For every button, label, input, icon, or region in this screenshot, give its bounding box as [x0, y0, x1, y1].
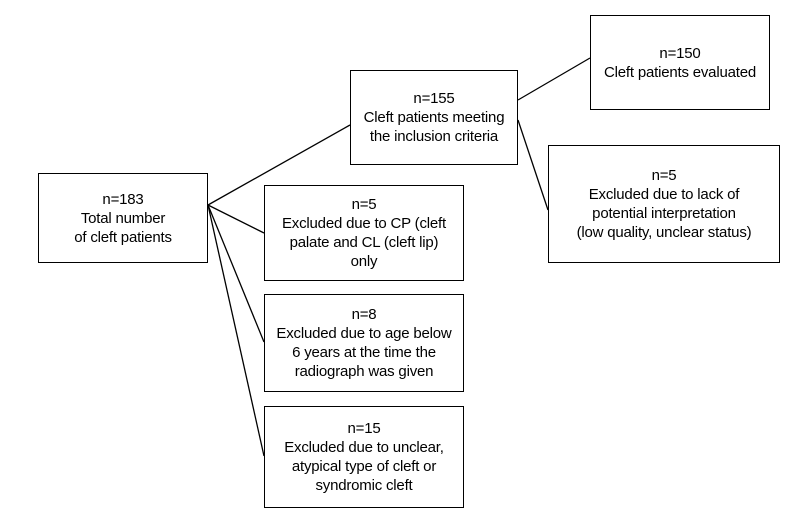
- atypical-label-line-1: Excluded due to unclear,: [284, 439, 444, 456]
- total-patients-box: n=183 Total number of cleft patients: [38, 173, 208, 263]
- connector-total-to-atypical: [207, 204, 265, 457]
- interp-count: n=5: [651, 167, 677, 184]
- excluded-atypical-box: n=15 Excluded due to unclear, atypical t…: [264, 406, 464, 508]
- connector-total-to-age: [207, 204, 265, 343]
- excluded-interpretation-box: n=5 Excluded due to lack of potential in…: [548, 145, 780, 263]
- cp-label-line-1: Excluded due to CP (cleft: [282, 215, 446, 232]
- evaluated-label: Cleft patients evaluated: [604, 63, 756, 81]
- interp-label-line-3: (low quality, unclear status): [576, 224, 752, 241]
- age-label-line-1: Excluded due to age below: [276, 325, 452, 342]
- connector-meeting-to-interp: [517, 119, 549, 211]
- meeting-label-line-1: Cleft patients meeting: [363, 109, 505, 126]
- atypical-label-line-3: syndromic cleft: [315, 477, 413, 494]
- age-count: n=8: [351, 306, 377, 323]
- total-label-line-2: of cleft patients: [74, 228, 172, 246]
- excluded-age-box: n=8 Excluded due to age below 6 years at…: [264, 294, 464, 392]
- evaluated-box: n=150 Cleft patients evaluated: [590, 15, 770, 110]
- meeting-count: n=155: [413, 90, 455, 107]
- interp-label-line-1: Excluded due to lack of: [588, 186, 740, 203]
- cp-label-line-3: only: [350, 253, 378, 270]
- connector-total-to-meeting: [207, 124, 351, 206]
- evaluated-count: n=150: [659, 44, 701, 62]
- age-label-line-2: 6 years at the time the: [292, 344, 436, 361]
- cp-count: n=5: [351, 196, 377, 213]
- connector-total-to-cp: [207, 204, 265, 234]
- interp-label-line-2: potential interpretation: [592, 205, 736, 222]
- meeting-criteria-box: n=155 Cleft patients meeting the inclusi…: [350, 70, 518, 165]
- excluded-cp-cl-box: n=5 Excluded due to CP (cleft palate and…: [264, 185, 464, 281]
- total-count: n=183: [102, 190, 144, 208]
- meeting-label-line-2: the inclusion criteria: [369, 128, 499, 145]
- atypical-label-line-2: atypical type of cleft or: [291, 458, 437, 475]
- total-label-line-1: Total number: [80, 209, 166, 227]
- age-label-line-3: radiograph was given: [294, 363, 434, 380]
- cp-label-line-2: palate and CL (cleft lip): [289, 234, 439, 251]
- connector-meeting-to-evaluated: [517, 57, 591, 101]
- atypical-count: n=15: [347, 420, 381, 437]
